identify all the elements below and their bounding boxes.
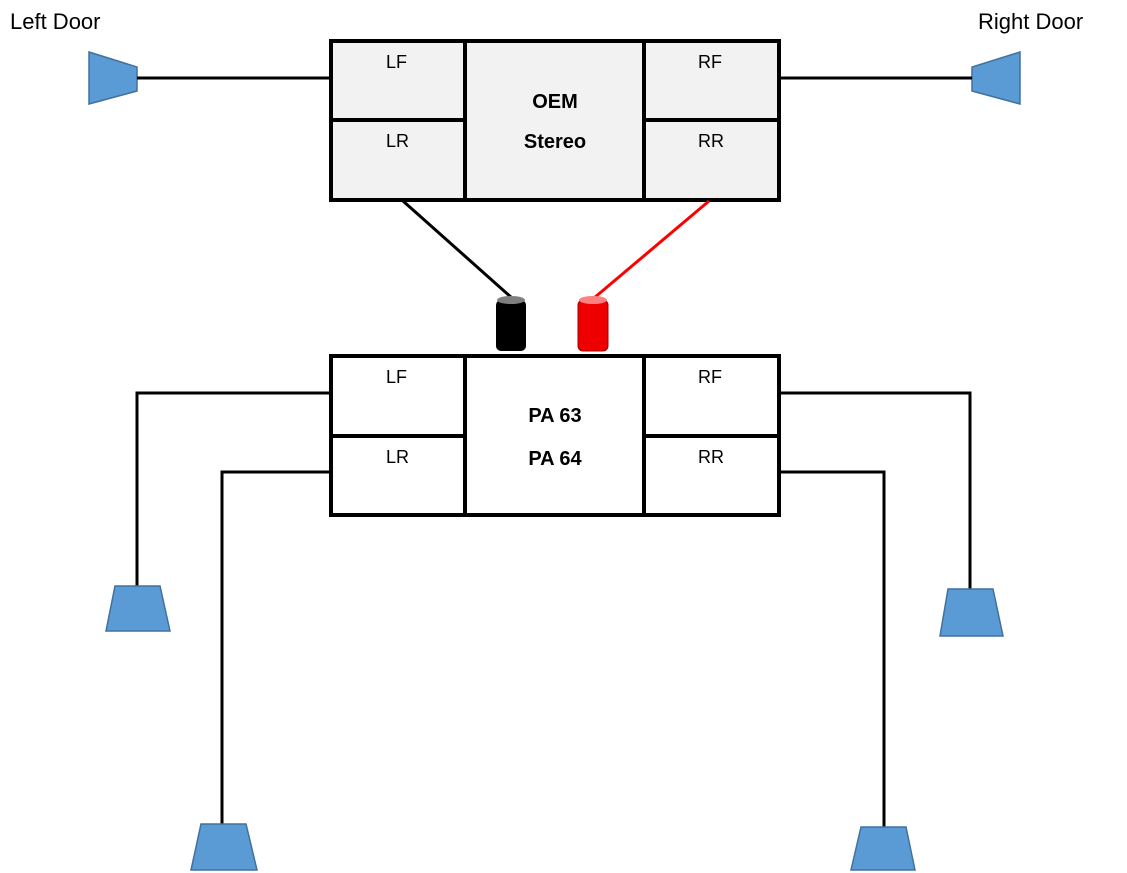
amp-rr-speaker-icon (850, 826, 916, 871)
amp-rr-wire (779, 470, 886, 827)
black-connector-icon (496, 296, 526, 351)
amp-title-line1: PA 63 (528, 405, 581, 427)
left-door-speaker-icon (88, 50, 138, 105)
amp-rf-label: RF (698, 367, 722, 387)
right-door-label: Right Door (978, 9, 1083, 34)
red-connector-icon (577, 296, 609, 352)
amp-lf-speaker-icon (105, 585, 171, 632)
amp-rf-speaker-icon (939, 588, 1004, 637)
amp-lr-label: LR (386, 447, 409, 467)
amp-lf-wire (135, 391, 331, 586)
red-input-wire (593, 199, 710, 300)
amplifier-unit: LF LR RF RR PA 63 PA 64 (329, 354, 781, 517)
amp-rf-wire (779, 391, 972, 589)
oem-stereo-title-line2: Stereo (524, 131, 586, 153)
right-door-speaker-icon (971, 50, 1021, 105)
amp-lf-label: LF (386, 367, 407, 387)
oem-stereo-title-line1: OEM (532, 91, 578, 113)
amp-title-line2: PA 64 (528, 448, 582, 470)
oem-rr-label: RR (698, 131, 724, 151)
oem-lf-label: LF (386, 52, 407, 72)
oem-rf-label: RF (698, 52, 722, 72)
oem-lr-label: LR (386, 131, 409, 151)
oem-stereo-unit: LF LR RF RR OEM Stereo (329, 39, 781, 202)
amp-lr-wire (220, 470, 331, 824)
amp-lr-speaker-icon (190, 823, 258, 871)
amp-rr-label: RR (698, 447, 724, 467)
left-door-label: Left Door (10, 9, 101, 34)
black-input-wire (402, 199, 513, 300)
